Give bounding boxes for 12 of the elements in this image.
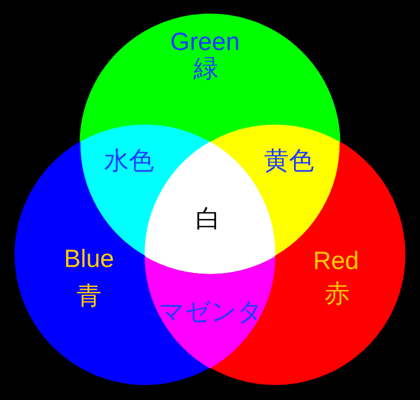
- circle-label: 青: [76, 282, 102, 310]
- region-label: 水色: [104, 148, 154, 174]
- region-label: マゼンタ: [158, 298, 263, 326]
- circle-label: 緑: [193, 56, 218, 82]
- region-label: 白: [195, 206, 220, 232]
- circle-label: Red: [313, 248, 359, 274]
- circle-label: Blue: [64, 246, 114, 272]
- circle-region: [80, 14, 340, 142]
- circle-label: Green: [170, 28, 240, 56]
- region-label: 黄色: [264, 148, 314, 174]
- circle-label: 赤: [324, 280, 350, 308]
- overlap-region: [145, 256, 275, 368]
